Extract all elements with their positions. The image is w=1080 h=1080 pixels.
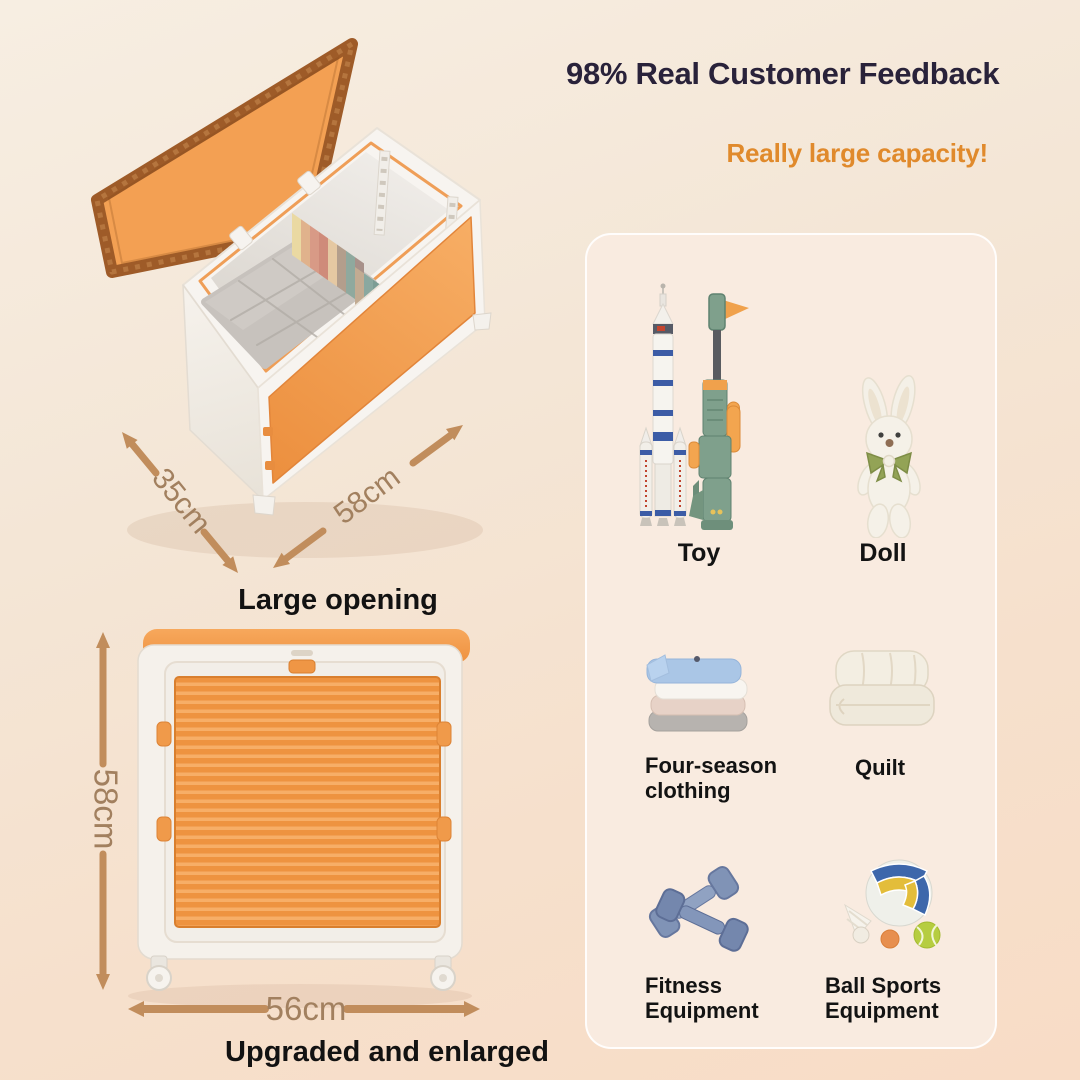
rocket-illustration: [639, 283, 687, 526]
dumbbells-icon: [648, 866, 749, 952]
panel-clip: [265, 461, 275, 470]
caster-wheel: [430, 955, 456, 991]
bottom-width-dimension-arrow: 56cm: [128, 990, 480, 1027]
sports-balls-icon: [844, 859, 941, 949]
clothes-stack-illustration: [646, 654, 748, 732]
bottom-width-label: 56cm: [266, 990, 347, 1027]
box-striped-panel: [174, 676, 441, 928]
fitness-equipment-label: Fitness Equipment: [645, 973, 759, 1024]
hinge-clip: [229, 225, 253, 251]
height-dimension-arrow: 58cm: [87, 632, 124, 990]
toy-label: Toy: [677, 539, 721, 567]
caster-wheel: [146, 955, 172, 991]
doll-label: Doll: [859, 539, 907, 567]
bunny-illustration: [857, 374, 921, 538]
page-subtitle: Really large capacity!: [726, 138, 988, 168]
folded-clothes-icon: [646, 654, 748, 732]
box-shadow: [128, 984, 472, 1008]
sports-balls-illustration: [844, 859, 941, 949]
folded-quilt-icon: [829, 650, 935, 726]
height-label: 58cm: [87, 769, 124, 850]
top-latch: [288, 659, 316, 674]
box-foot: [472, 312, 492, 331]
hinge-clip: [297, 170, 321, 196]
top-latch-slot: [291, 650, 313, 656]
page-title: 98% Real Customer Feedback: [566, 56, 1000, 91]
side-clip: [156, 816, 172, 842]
side-clip: [436, 816, 452, 842]
upgraded-caption: Upgraded and enlarged: [225, 1036, 549, 1068]
open-box-illustration: 35cm 58cm: [91, 38, 492, 573]
quilt-label: Quilt: [855, 755, 906, 780]
quilt-illustration: [829, 650, 935, 726]
ball-sports-equipment-label: Ball Sports Equipment: [825, 973, 942, 1024]
capacity-card: Toy: [585, 233, 997, 1049]
toy-gun-illustration: [688, 293, 749, 530]
large-opening-caption: Large opening: [238, 584, 438, 616]
dumbbells-illustration: [648, 866, 749, 952]
side-clip: [156, 721, 172, 747]
side-clip: [436, 721, 452, 747]
folded-box-illustration: 58cm 56cm: [87, 629, 480, 1027]
four-season-clothing-label: Four-season clothing: [645, 753, 778, 804]
box-body: [182, 127, 492, 516]
plush-bunny-icon: [857, 374, 921, 538]
panel-clip: [263, 427, 273, 436]
box-orange-panel: [268, 216, 476, 484]
folded-box-front: [137, 629, 470, 991]
box-foot: [252, 494, 276, 516]
toy-rocket-and-gun-icon: [639, 283, 749, 530]
